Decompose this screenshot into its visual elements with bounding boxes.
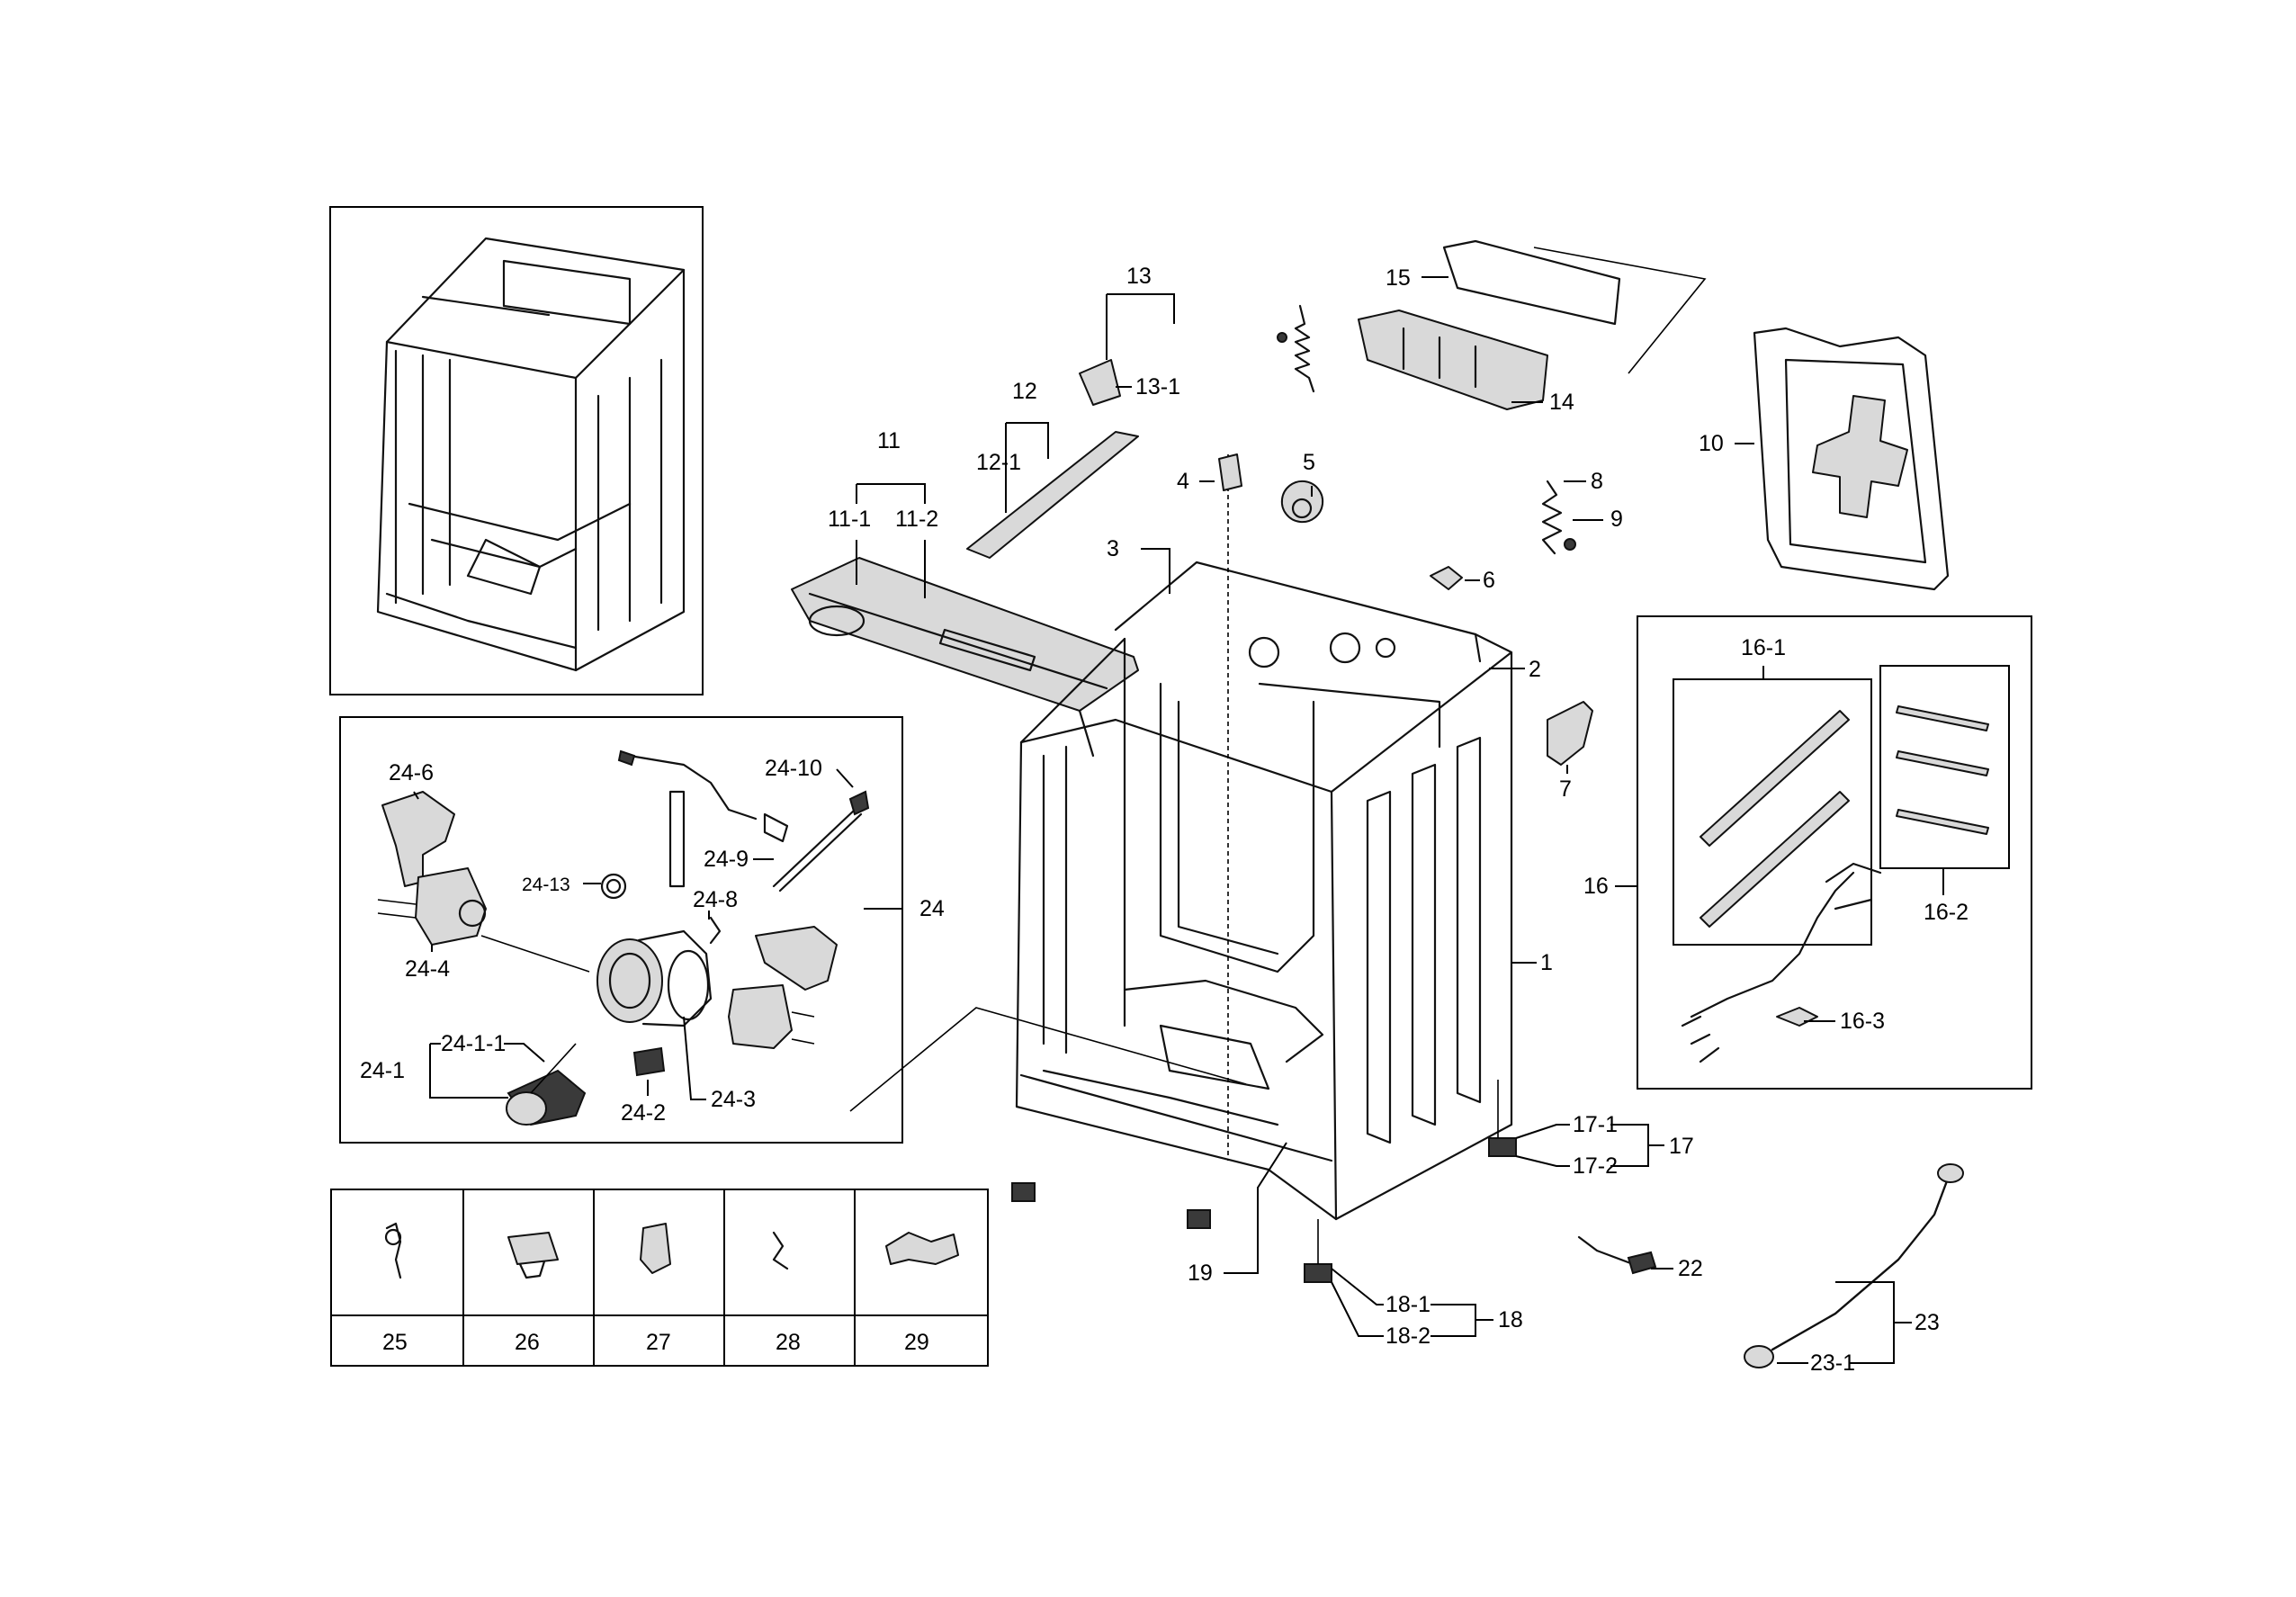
label-16: 16	[1583, 874, 1609, 899]
label-3: 3	[1107, 536, 1119, 561]
main-cabinet-part-1	[1015, 454, 1513, 1221]
label-23-1: 23-1	[1810, 1350, 1855, 1376]
drain-pump-assembly-box	[339, 716, 903, 1144]
top-frame-part-11	[791, 557, 1139, 758]
label-22: 22	[1678, 1256, 1703, 1281]
label-24-6: 24-6	[389, 760, 434, 785]
label-10: 10	[1699, 431, 1724, 456]
label-24-1: 24-1	[360, 1058, 405, 1083]
leader-lines	[413, 276, 1944, 1364]
label-6: 6	[1483, 568, 1495, 593]
pump-to-cabinet-leader	[849, 1007, 1247, 1112]
label-15: 15	[1386, 265, 1411, 291]
label-11-1: 11-1	[828, 507, 871, 532]
label-24-9: 24-9	[704, 847, 749, 872]
label-17-2: 17-2	[1573, 1153, 1618, 1179]
label-24-13: 24-13	[522, 875, 570, 895]
power-cord-part-22	[1577, 1235, 1635, 1266]
label-13-1: 13-1	[1135, 374, 1180, 399]
label-24-1-1: 24-1-1	[441, 1031, 506, 1056]
spring-icon	[1294, 304, 1315, 393]
foot-left	[1011, 1182, 1036, 1202]
label-5: 5	[1303, 450, 1315, 475]
accessory-parts-table	[330, 1189, 989, 1367]
wire-harness-box	[1637, 615, 2032, 1090]
label-24-4: 24-4	[405, 956, 450, 982]
label-17: 17	[1669, 1134, 1694, 1159]
spring-end-icon	[1277, 332, 1287, 343]
foot-18	[1304, 1263, 1332, 1283]
part-8-spring	[1541, 480, 1563, 555]
label-24-2: 24-2	[621, 1100, 666, 1126]
label-24: 24	[919, 896, 945, 921]
label-24-8: 24-8	[693, 887, 738, 912]
rail-part-12	[966, 431, 1139, 559]
foot-mid	[1187, 1209, 1211, 1229]
label-27: 27	[646, 1330, 671, 1355]
label-1: 1	[1540, 950, 1553, 975]
label-24-3: 24-3	[711, 1087, 756, 1112]
label-14: 14	[1549, 390, 1574, 415]
label-19: 19	[1188, 1261, 1213, 1286]
label-2: 2	[1529, 657, 1541, 682]
label-16-3: 16-3	[1840, 1009, 1885, 1034]
assembled-cabinet-inset	[329, 206, 704, 695]
label-18-2: 18-2	[1386, 1323, 1431, 1349]
label-29: 29	[904, 1330, 929, 1355]
bracket-part-13	[1079, 359, 1121, 406]
label-17-1: 17-1	[1573, 1112, 1618, 1137]
label-12-1: 12-1	[976, 450, 1021, 475]
lid-part-10	[1753, 327, 1950, 591]
label-18: 18	[1498, 1307, 1523, 1332]
label-8: 8	[1591, 469, 1603, 494]
label-18-1: 18-1	[1386, 1292, 1431, 1317]
label-16-2: 16-2	[1924, 900, 1969, 925]
part-9-washer	[1564, 538, 1576, 551]
label-26: 26	[515, 1330, 540, 1355]
label-24-10: 24-10	[765, 756, 822, 781]
label-16-1: 16-1	[1741, 635, 1786, 660]
part-5-ring	[1280, 480, 1324, 524]
label-23: 23	[1915, 1310, 1940, 1335]
label-9: 9	[1610, 507, 1623, 532]
power-plug	[1627, 1251, 1657, 1275]
part-6-cap	[1430, 566, 1463, 590]
foot-17	[1488, 1137, 1517, 1157]
label-4: 4	[1177, 469, 1189, 494]
part-7-damper	[1547, 701, 1593, 766]
label-11: 11	[877, 428, 901, 453]
label-11-2: 11-2	[895, 507, 938, 532]
label-13: 13	[1126, 264, 1152, 289]
label-28: 28	[776, 1330, 801, 1355]
label-25: 25	[382, 1330, 408, 1355]
part-number-labels: 1 2 3 4 5 6 7 8 9 10 11 11-1 11-2 12 12-…	[360, 264, 1969, 1376]
part-4-capacitor	[1218, 453, 1242, 491]
label-7: 7	[1559, 776, 1572, 802]
label-12: 12	[1012, 379, 1037, 404]
parts-14-15	[1358, 239, 1707, 410]
